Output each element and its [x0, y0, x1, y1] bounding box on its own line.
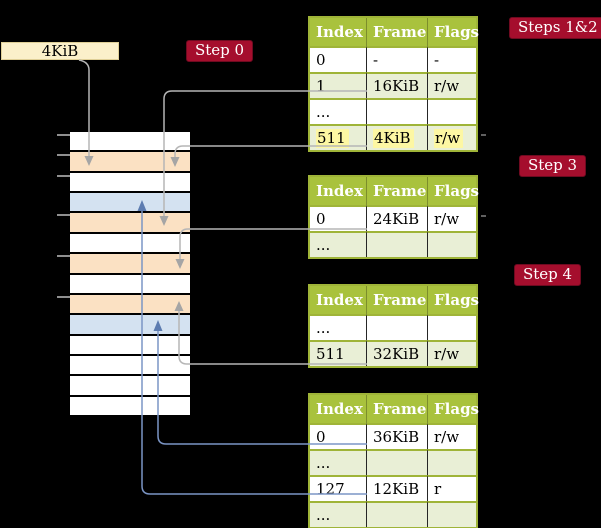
- table-cell: [367, 449, 428, 475]
- memory-tick: [57, 214, 70, 216]
- table-cell: 24KiB: [367, 205, 428, 231]
- memory-frame-row: [70, 355, 190, 375]
- memory-frame-row: [70, 233, 190, 253]
- table-cell: -: [367, 46, 428, 72]
- table-cell: [367, 98, 428, 124]
- memory-frame-row: [70, 376, 190, 395]
- column-header: Index: [310, 286, 367, 314]
- memory-tick: [57, 255, 70, 257]
- table-row: 0--: [310, 46, 476, 72]
- table-cell: 0: [310, 205, 367, 231]
- column-header: Index: [310, 18, 367, 46]
- highlighted-value: 511: [316, 129, 349, 148]
- memory-frame-row: [70, 274, 190, 293]
- column-header: Frame: [367, 395, 428, 423]
- table-cell: r/w: [428, 124, 476, 150]
- column-header: Flags: [428, 177, 479, 205]
- memory-frame-row: [70, 213, 190, 232]
- table-cell: r: [428, 475, 476, 501]
- table-cell: 511: [310, 340, 367, 366]
- highlighted-value: 4KiB: [373, 129, 414, 148]
- memory-frame-row: [70, 315, 190, 334]
- column-header: Index: [310, 395, 367, 423]
- table-cell: r/w: [428, 205, 476, 231]
- table-row: ...: [310, 98, 476, 124]
- table-cell: r/w: [428, 340, 476, 366]
- table-cell: [428, 314, 476, 340]
- table-cell: 12KiB: [367, 475, 428, 501]
- badge-step-0: Step 0: [186, 40, 254, 62]
- table-cell: 0: [310, 46, 367, 72]
- column-header: Index: [310, 177, 367, 205]
- table-cell: ...: [310, 231, 367, 257]
- table-cell: [367, 501, 428, 527]
- table-cell: 511: [310, 124, 367, 150]
- badge-step-4: Step 4: [514, 264, 582, 286]
- memory-tick: [57, 175, 70, 177]
- table-cell: ...: [310, 98, 367, 124]
- table-cell: ...: [310, 501, 367, 527]
- column-header: Flags: [428, 18, 479, 46]
- table-cell: ...: [310, 314, 367, 340]
- memory-tick: [57, 154, 70, 156]
- column-header: Frame: [367, 286, 428, 314]
- table-row: ...: [310, 314, 476, 340]
- memory-tick: [57, 134, 70, 136]
- table-cell: r/w: [428, 72, 476, 98]
- table-row: ...: [310, 449, 476, 475]
- table-cell: 16KiB: [367, 72, 428, 98]
- badge-step-3: Step 3: [519, 155, 587, 177]
- column-header: Frame: [367, 18, 428, 46]
- table-cell: 0: [310, 423, 367, 449]
- memory-frame-row: [70, 172, 190, 192]
- memory-frame-row: [70, 152, 190, 171]
- table-row: ...: [310, 501, 476, 527]
- memory-frame-row: [70, 294, 190, 314]
- table-cell: [428, 231, 476, 257]
- memory-frame-row: [70, 254, 190, 273]
- table-cell: [428, 98, 476, 124]
- table-cell: 4KiB: [367, 124, 428, 150]
- memory-frame-row: [70, 396, 190, 415]
- memory-tick: [57, 296, 70, 298]
- column-header: Flags: [428, 286, 479, 314]
- table-cell: r/w: [428, 423, 476, 449]
- highlighted-value: r/w: [434, 129, 464, 148]
- column-header: Frame: [367, 177, 428, 205]
- table-cell: 36KiB: [367, 423, 428, 449]
- memory-column: [70, 132, 190, 415]
- table-cell: [428, 501, 476, 527]
- table-cell: 1: [310, 72, 367, 98]
- table-cell: ...: [310, 449, 367, 475]
- column-header: Flags: [428, 395, 479, 423]
- memory-frame-row: [70, 193, 190, 212]
- table-cell: [428, 449, 476, 475]
- table-cell: 32KiB: [367, 340, 428, 366]
- table-cell: -: [428, 46, 476, 72]
- table-row: 511 4KiB r/w: [310, 124, 476, 150]
- table-cell: [367, 314, 428, 340]
- table-row: ...: [310, 231, 476, 257]
- memory-frame-row: [70, 132, 190, 151]
- page-table-base-label: 4KiB: [41, 42, 79, 60]
- memory-frame-row: [70, 335, 190, 354]
- page-table-base-box: 4KiB: [1, 42, 119, 60]
- badge-steps-1-2: Steps 1&2: [509, 17, 601, 39]
- table-cell: [367, 231, 428, 257]
- table-cell: 127: [310, 475, 367, 501]
